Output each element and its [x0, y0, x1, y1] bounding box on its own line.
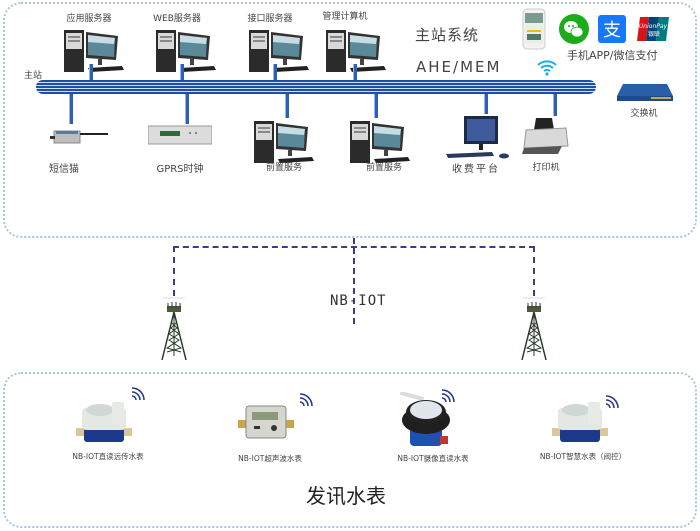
horizontal-dashed-line	[173, 246, 535, 248]
unionpay-icon[interactable]: UnionPay 银联	[637, 17, 669, 41]
device-label: 接口服务器	[247, 14, 293, 24]
meters-frame	[3, 372, 697, 528]
bus-drop	[285, 94, 289, 118]
svg-text:支: 支	[603, 20, 621, 41]
device-label: 收费平台	[452, 164, 500, 175]
cell-tower-icon	[161, 297, 187, 361]
switch-label: 交换机	[630, 109, 658, 119]
left-tower-dashed-line	[173, 246, 175, 296]
server-pc-icon	[350, 121, 410, 163]
water-meter-icon	[76, 402, 132, 442]
cell-tower-icon	[521, 297, 547, 361]
device-label: WEB服务器	[153, 14, 201, 24]
wechat-icon[interactable]	[559, 14, 589, 44]
sms-modem-icon	[50, 130, 108, 144]
server-pc-icon	[254, 121, 314, 163]
device-label: 短信猫	[49, 164, 79, 175]
device-label: 前置服务	[265, 163, 302, 173]
device-label: 管理计算机	[322, 12, 368, 22]
rack-clock-icon	[148, 125, 212, 145]
payment-label: 手机APP/微信支付	[567, 49, 658, 62]
nb-iot-label: NB-IOT	[330, 293, 387, 309]
bus-label: 主站	[24, 71, 43, 81]
server-pc-icon	[156, 30, 216, 72]
master-station-subtitle: AHE/MEM	[416, 58, 502, 76]
signal-wave-icon	[131, 387, 145, 401]
unionpay-cn-text: 银联	[648, 30, 660, 38]
device-label: 前置服务	[365, 163, 402, 173]
bus-drop	[180, 64, 184, 80]
master-station-frame	[3, 2, 697, 238]
bus-drop	[273, 64, 277, 80]
water-meter-icon	[552, 402, 608, 442]
unionpay-text: UnionPay	[639, 23, 668, 30]
meters-title: 发讯水表	[306, 484, 386, 508]
meter-label: NB-IOT超声波水表	[238, 454, 302, 463]
signal-wave-icon	[605, 395, 619, 409]
wifi-icon	[537, 60, 557, 76]
camera-meter-icon	[399, 392, 450, 446]
phone-app-icon	[522, 8, 546, 50]
bus-drop	[374, 94, 378, 118]
server-pc-icon	[64, 30, 124, 72]
device-label: 打印机	[532, 163, 560, 173]
signal-wave-icon	[299, 393, 313, 407]
network-switch-icon	[617, 84, 673, 101]
bus-drop	[185, 94, 189, 124]
monitor-icon	[446, 116, 509, 159]
server-pc-icon	[326, 30, 386, 72]
device-label: GPRS时钟	[156, 164, 204, 175]
meter-label: NB-IOT摄像直读水表	[397, 454, 469, 463]
right-tower-dashed-line	[533, 246, 535, 296]
bus-drop	[484, 94, 488, 114]
bus-drop	[69, 94, 73, 124]
signal-wave-icon	[441, 389, 455, 403]
meter-label: NB-IOT直读远传水表	[72, 452, 144, 461]
server-pc-icon	[249, 30, 309, 72]
bus-drop	[353, 64, 357, 80]
master-station-title: 主站系统	[415, 26, 480, 44]
bus-drop	[89, 64, 93, 80]
uplink-dashed-line	[353, 238, 355, 324]
network-bus	[36, 80, 596, 94]
printer-icon	[522, 118, 569, 154]
meter-label: NB-IOT智慧水表（阀控）	[539, 452, 627, 461]
alipay-icon[interactable]: 支	[598, 15, 626, 43]
bus-drop	[553, 94, 557, 116]
ultrasonic-meter-icon	[238, 405, 294, 439]
device-label: 应用服务器	[66, 14, 112, 24]
